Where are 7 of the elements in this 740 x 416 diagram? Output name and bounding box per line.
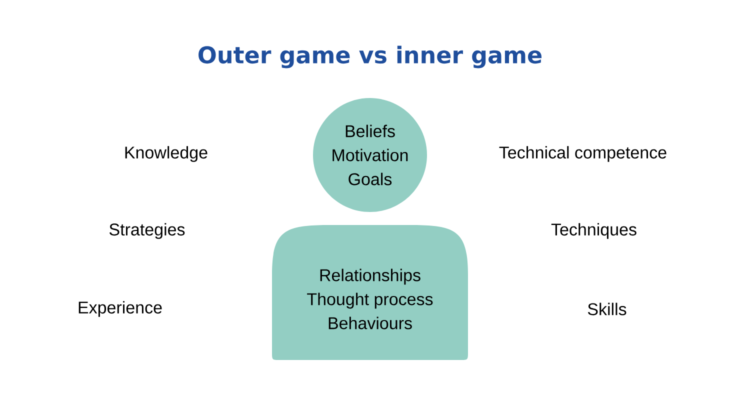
label: Strategies (110, 223, 185, 239)
title: Outer game vs inner game (198, 46, 542, 68)
label: Skills (588, 302, 626, 316)
label: Techniques (551, 223, 636, 239)
label: Experience (78, 301, 162, 317)
label: Technical competence (499, 146, 666, 162)
label: Knowledge (125, 146, 208, 162)
